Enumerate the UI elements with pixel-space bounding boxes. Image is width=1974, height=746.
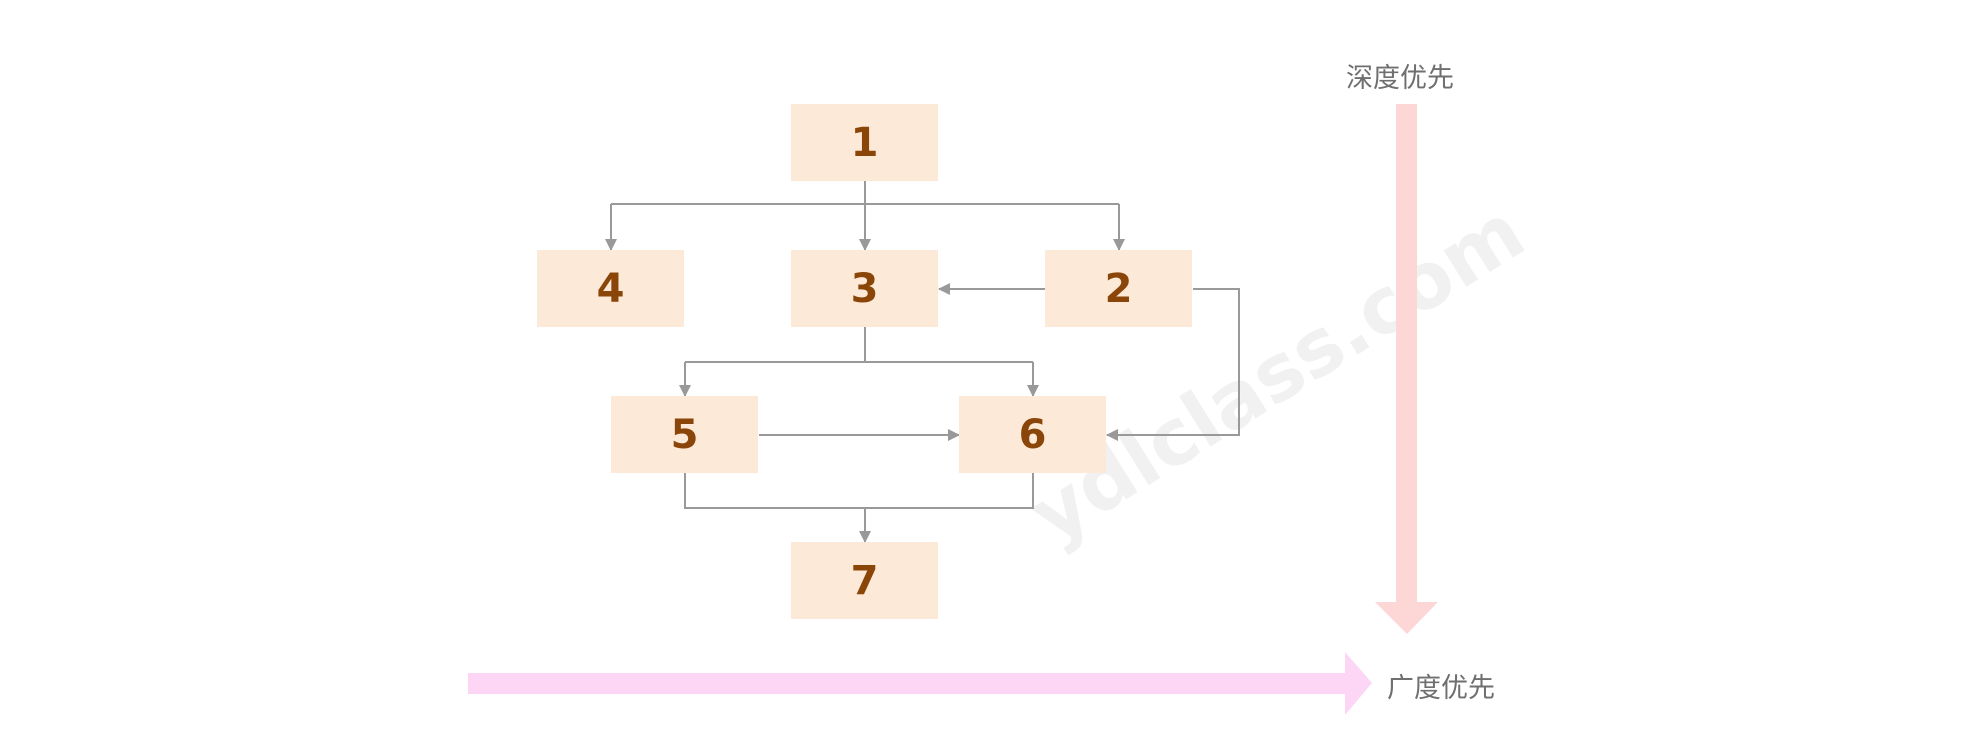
edge-2-to-6 (1106, 288, 1240, 441)
node-2: 2 (1045, 250, 1192, 327)
node-1: 1 (791, 104, 938, 181)
node-3: 3 (791, 250, 938, 327)
node-7: 7 (791, 542, 938, 619)
edge-5-6-join (684, 473, 1034, 509)
node-4: 4 (537, 250, 684, 327)
breadth-first-arrow (468, 652, 1372, 715)
node-6: 6 (959, 396, 1106, 473)
depth-first-label: 深度优先 (1346, 63, 1454, 94)
depth-first-arrow (1375, 104, 1438, 634)
node-5: 5 (611, 396, 758, 473)
breadth-first-label: 广度优先 (1387, 673, 1495, 704)
